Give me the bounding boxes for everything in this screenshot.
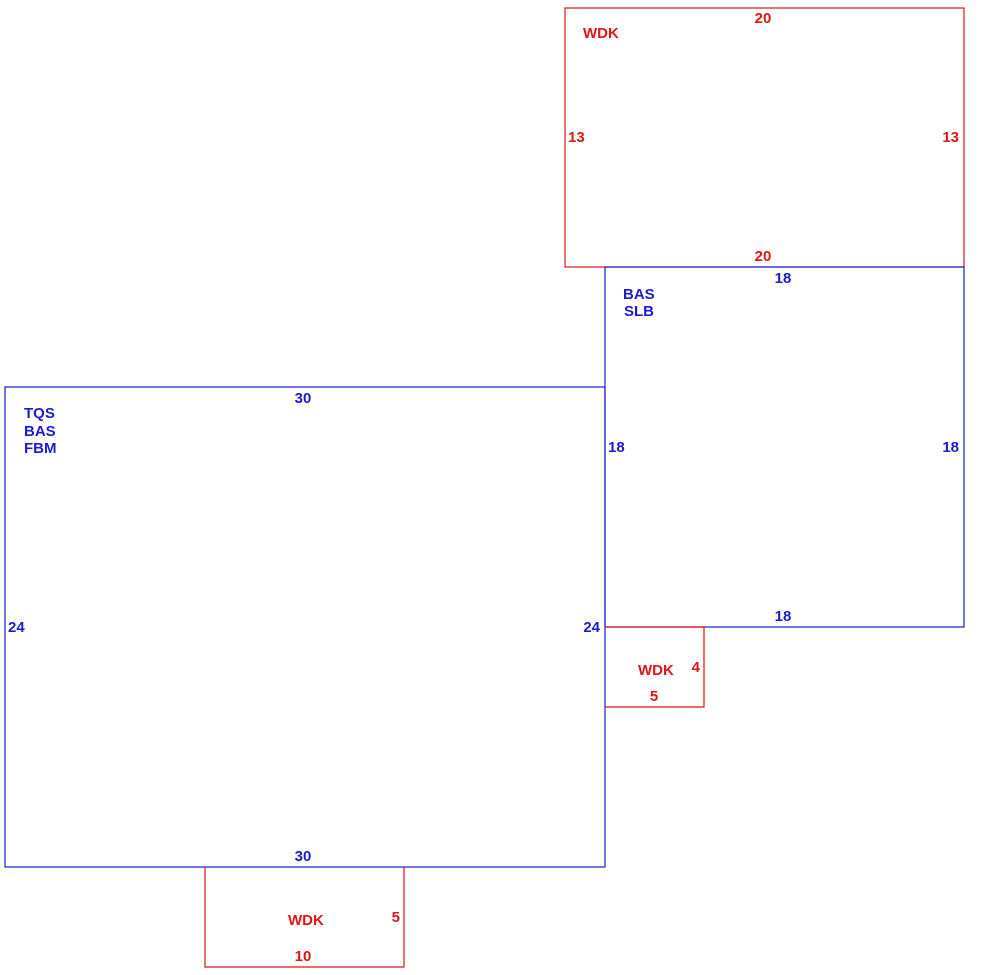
main-code-1: TQS	[24, 405, 55, 422]
wing-bottom-dim: 18	[775, 608, 792, 625]
wing-code-1: BAS	[623, 286, 655, 303]
bottom-deck-outline	[204, 867, 405, 968]
wing-outline	[604, 266, 965, 628]
upper-deck-top-dim: 20	[755, 10, 772, 27]
main-bottom-dim: 30	[295, 848, 312, 865]
small-deck-side-dim: 4	[692, 659, 701, 676]
upper-deck-left-dim: 13	[568, 129, 585, 146]
upper-deck-bottom-dim: 20	[755, 248, 772, 265]
wing-left-dim: 18	[608, 439, 625, 456]
bottom-deck-code: WDK	[288, 912, 324, 929]
bottom-deck-bottom-dim: 10	[295, 948, 312, 965]
wing-code-2: SLB	[624, 303, 654, 320]
main-top-dim: 30	[295, 390, 312, 407]
small-deck-bottom-dim: 5	[650, 688, 658, 705]
small-deck-outline	[605, 626, 705, 708]
upper-deck-right-dim: 13	[942, 129, 959, 146]
wing-right-dim: 18	[942, 439, 959, 456]
main-outline	[4, 386, 606, 868]
main-left-dim: 24	[8, 619, 25, 636]
upper-deck-code: WDK	[583, 25, 619, 42]
bottom-deck-side-dim: 5	[392, 909, 400, 926]
wing-top-dim: 18	[775, 270, 792, 287]
main-right-dim: 24	[583, 619, 600, 636]
upper-deck-outline	[564, 7, 965, 268]
main-code-3: FBM	[24, 440, 57, 457]
small-deck-code: WDK	[638, 662, 674, 679]
main-code-2: BAS	[24, 423, 56, 440]
